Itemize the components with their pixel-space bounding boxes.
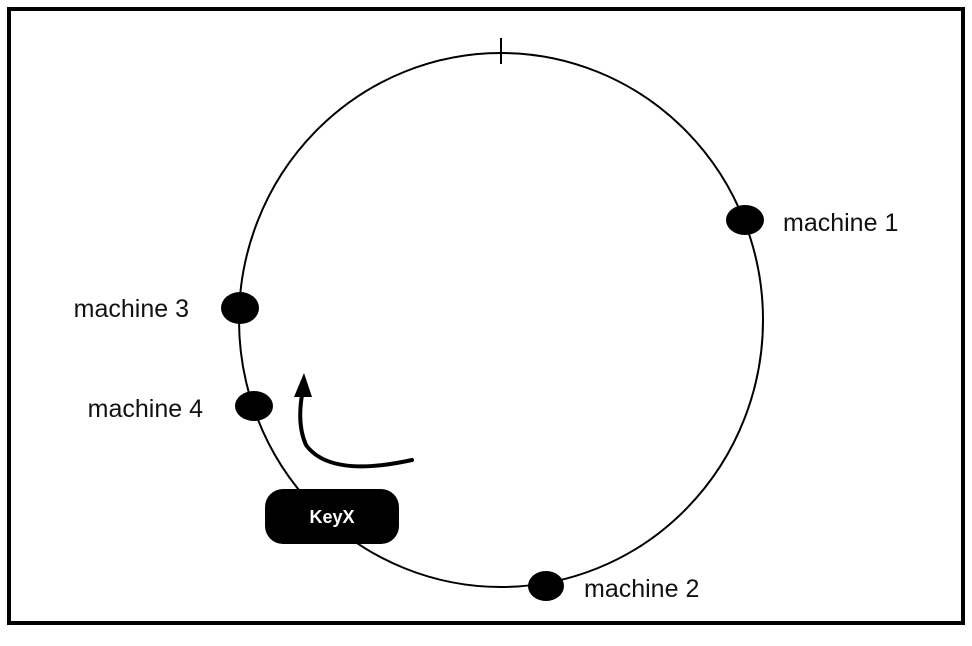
machine-4-node <box>235 391 273 421</box>
machine-3-label: machine 3 <box>74 295 189 323</box>
direction-arrow-head <box>294 373 312 397</box>
machine-2-node <box>528 571 564 601</box>
diagram-border <box>7 7 965 625</box>
key-label: KeyX <box>309 507 354 527</box>
machine-3-node <box>221 292 259 324</box>
direction-arrow-curve <box>298 393 414 469</box>
machine-2-label: machine 2 <box>584 575 699 603</box>
machine-1-label: machine 1 <box>783 209 898 237</box>
machine-4-label: machine 4 <box>88 395 203 423</box>
key-box <box>265 489 399 544</box>
machine-1-node <box>726 205 764 235</box>
